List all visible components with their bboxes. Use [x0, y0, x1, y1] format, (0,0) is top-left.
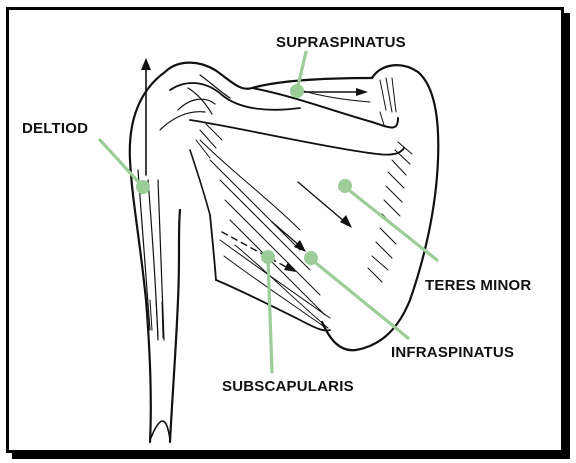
leader-teres-minor: [338, 179, 437, 260]
label-supraspinatus: SUPRASPINATUS: [276, 34, 406, 51]
arm-outline: [130, 72, 180, 442]
leader-subscapularis: [261, 250, 275, 372]
supraspinatus-muscle: [300, 78, 396, 125]
leader-supraspinatus: [290, 52, 306, 98]
leader-deltoid: [100, 140, 150, 194]
deltoid-arrow: [141, 58, 151, 175]
label-subscapularis: SUBSCAPULARIS: [222, 378, 354, 395]
label-teres-minor: TERES MINOR: [425, 277, 531, 294]
label-infraspinatus: INFRASPINATUS: [391, 344, 514, 361]
label-deltoid: DELTIOD: [22, 120, 88, 137]
